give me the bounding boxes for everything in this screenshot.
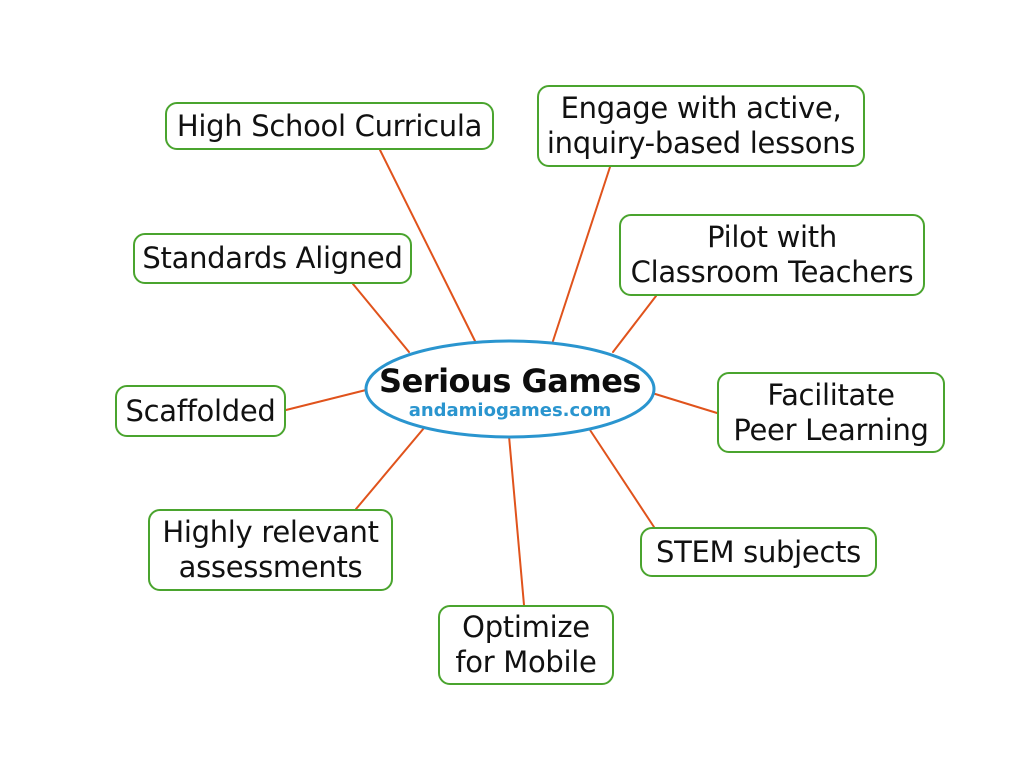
- connector-scaffolded: [285, 389, 367, 411]
- node-standards-aligned: Standards Aligned: [133, 233, 412, 284]
- connector-engage: [552, 166, 611, 342]
- node-scaffolded: Scaffolded: [115, 385, 286, 437]
- node-facilitate-peer-learning: Facilitate Peer Learning: [717, 372, 945, 453]
- connector-highly-relevant: [355, 427, 425, 510]
- connector-pilot: [612, 295, 657, 353]
- node-stem-subjects: STEM subjects: [640, 527, 877, 577]
- center-subtitle: andamiogames.com: [408, 400, 612, 421]
- node-highly-relevant-assessments: Highly relevant assessments: [148, 509, 393, 591]
- connector-standards: [352, 283, 410, 353]
- node-optimize-for-mobile: Optimize for Mobile: [438, 605, 614, 685]
- connector-facilitate: [651, 392, 718, 414]
- node-pilot-classroom-teachers: Pilot with Classroom Teachers: [619, 214, 925, 296]
- node-high-school-curricula: High School Curricula: [165, 102, 494, 150]
- connector-optimize: [508, 435, 525, 606]
- center-ellipse: [364, 339, 656, 439]
- node-engage-active-lessons: Engage with active, inquiry-based lesson…: [537, 85, 865, 167]
- connector-high-school: [379, 149, 476, 342]
- center-title: Serious Games: [379, 362, 641, 400]
- connector-stem: [589, 429, 655, 528]
